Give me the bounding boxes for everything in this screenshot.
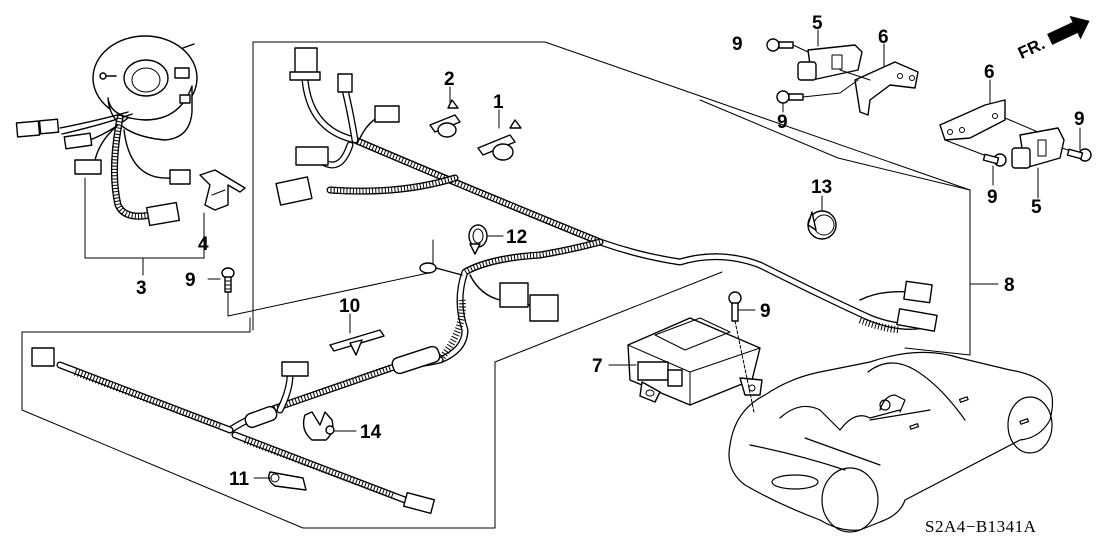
callout-9-control-unit: 9 <box>760 301 771 322</box>
callout-2: 2 <box>444 69 455 90</box>
srs-control-unit <box>627 317 763 406</box>
callout-10: 10 <box>339 296 360 317</box>
cable-reel-assembly <box>15 35 198 227</box>
callout-8: 8 <box>1004 275 1015 296</box>
front-direction-indicator: FR. <box>1015 15 1090 63</box>
impact-sensor-right <box>1011 127 1065 169</box>
diagram-code: S2A4−B1341A <box>925 517 1037 536</box>
front-label: FR. <box>1015 34 1048 63</box>
callout-5-right: 5 <box>1031 197 1042 218</box>
callout-leaders-3-4 <box>84 177 205 276</box>
callout-9-reel: 9 <box>185 270 196 291</box>
cable-reel-bracket <box>199 169 246 211</box>
arrow-right-icon <box>1047 15 1090 45</box>
impact-sensor-left <box>797 44 863 81</box>
callout-9-sensor-right-lower: 9 <box>987 187 998 208</box>
callout-3: 3 <box>136 278 147 299</box>
sensor-bracket-right <box>939 99 1006 141</box>
callout-11: 11 <box>229 469 250 490</box>
main-wire-harness <box>275 47 938 364</box>
vehicle-location-illustration <box>728 351 1054 533</box>
bolt-icon <box>776 79 859 104</box>
clip-1 <box>477 119 522 161</box>
callout-leaders <box>253 29 1081 479</box>
callout-1: 1 <box>493 92 504 113</box>
callout-7: 7 <box>592 356 603 377</box>
callout-labels: 1 2 3 4 5 5 6 6 7 8 9 9 9 9 9 9 10 11 12… <box>136 13 1085 490</box>
clip-14 <box>302 411 335 441</box>
callout-6-right: 6 <box>984 62 995 83</box>
clip-2 <box>429 99 461 138</box>
callout-9-sensor-upper: 9 <box>732 34 743 55</box>
callout-9-sensor-right: 9 <box>1074 109 1085 130</box>
clip-11 <box>268 471 307 491</box>
bolt-icon <box>1061 147 1092 162</box>
sensor-bracket-left <box>854 61 919 116</box>
floor-wire-harness <box>31 345 444 515</box>
callout-9-sensor-lower: 9 <box>777 112 788 133</box>
bolt-icon <box>728 291 755 413</box>
callout-5-left: 5 <box>812 13 823 34</box>
bolt-icon <box>944 139 1007 167</box>
bolt-icon <box>766 38 809 53</box>
callout-14: 14 <box>360 422 382 443</box>
bolt-icon <box>207 267 235 293</box>
callout-4: 4 <box>198 234 209 255</box>
callout-12: 12 <box>506 227 527 248</box>
band-13 <box>807 210 837 240</box>
clip-10 <box>329 329 385 356</box>
callout-6-left: 6 <box>878 27 889 48</box>
clip-12 <box>468 224 488 255</box>
harness-group-outline <box>21 41 971 529</box>
callout-13: 13 <box>811 177 832 198</box>
